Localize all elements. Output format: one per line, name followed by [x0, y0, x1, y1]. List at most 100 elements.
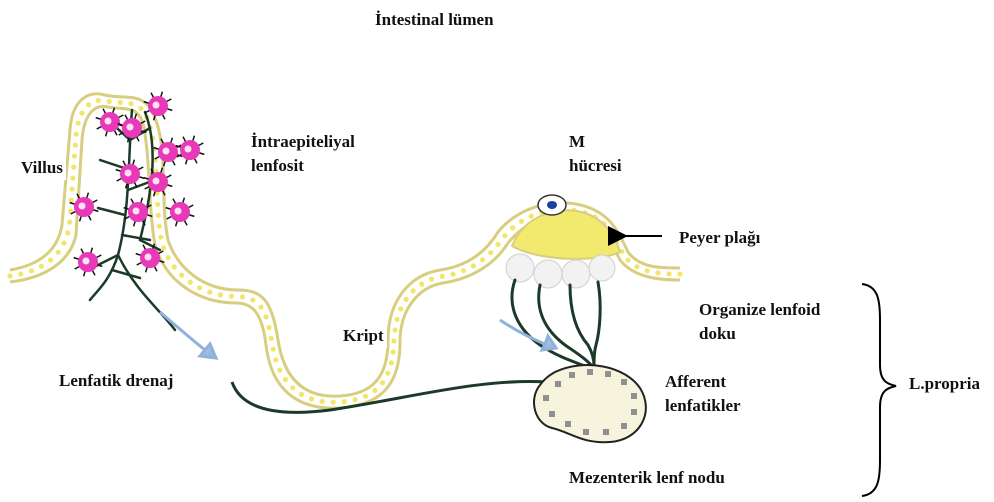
epithelial-cell-dot [299, 392, 304, 397]
epithelial-cell-dot [510, 225, 515, 230]
epithelial-cell-dot [129, 101, 134, 106]
epithelial-cell-dot [529, 214, 534, 219]
node-follicle-dot [621, 423, 627, 429]
epithelial-cell-dot [166, 255, 171, 260]
epithelial-cell-dot [218, 292, 223, 297]
epithelial-cell-dot [161, 245, 166, 250]
epithelial-cell-dot [273, 357, 278, 362]
epithelial-cell-dot [157, 224, 162, 229]
epithelial-cell-dot [96, 98, 101, 103]
epithelial-cell-dot [156, 213, 161, 218]
epithelial-cell-dot [634, 264, 639, 269]
mesenteric-node-label: Mezenterik lenf nodu [566, 466, 728, 490]
epithelial-cell-dot [65, 230, 70, 235]
epithelial-cell-dot [70, 187, 75, 192]
epithelial-cell-dot [267, 325, 272, 330]
lymphatic-drainage-label: Lenfatik drenaj [56, 369, 176, 393]
epithelial-cell-dot [404, 297, 409, 302]
epithelial-cell-dot [18, 271, 23, 276]
epithelial-cell-dot [277, 368, 282, 373]
epithelial-cell-dot [393, 328, 398, 333]
epithelial-cell-dot [395, 317, 400, 322]
epithelial-cell-dot [67, 220, 72, 225]
epithelial-cell-dot [502, 233, 507, 238]
epithelial-cell-dot [290, 385, 295, 390]
lymphocyte-cell [74, 248, 103, 277]
epithelial-cell-dot [29, 268, 34, 273]
epithelial-cell-dot [309, 396, 314, 401]
epithelial-cell-dot [86, 102, 91, 107]
epithelial-cell-dot [258, 305, 263, 310]
epithelial-cell-dot [645, 268, 650, 273]
organized-tissue-label-line1: Organize lenfoid [696, 298, 823, 322]
epithelial-cell-dot [495, 242, 500, 247]
epithelial-cell-dot [72, 154, 77, 159]
epithelial-cell-dot [138, 106, 143, 111]
mesenteric-lymph-node [534, 365, 646, 442]
epithelial-cell-dot [429, 277, 434, 282]
epithelial-cell-dot [353, 397, 358, 402]
epithelial-cell-dot [250, 297, 255, 302]
epithelial-cell-dot [677, 271, 682, 276]
epithelial-cell-dot [440, 274, 445, 279]
epithelial-cell-dot [419, 282, 424, 287]
epithelial-cell-dot [229, 294, 234, 299]
node-follicle-dot [583, 429, 589, 435]
node-follicle-dot [603, 429, 609, 435]
epithelial-cell-dot [391, 349, 396, 354]
epithelial-cell-dot [197, 285, 202, 290]
intestinal-lumen-label: İntestinal lümen [372, 8, 497, 32]
epithelial-cell-dot [666, 271, 671, 276]
epithelial-cell-dot [155, 202, 160, 207]
epithelial-cell-dot [363, 394, 368, 399]
epithelial-cell-dot [283, 377, 288, 382]
epithelial-cell-dot [269, 336, 274, 341]
lamina-propria-label: L.propria [906, 372, 983, 396]
m-cell [538, 195, 566, 215]
node-follicle-dot [631, 409, 637, 415]
epithelial-cell-dot [76, 121, 81, 126]
lamina-propria-brace [862, 284, 896, 496]
epithelial-cell-dot [380, 380, 385, 385]
epithelial-cell-dot [461, 268, 466, 273]
epithelial-cell-dot [488, 250, 493, 255]
epithelial-cell-dot [48, 258, 53, 263]
epithelial-cell-dot [39, 264, 44, 269]
afferent-lymphatics [512, 280, 600, 368]
epithelial-cell-dot [70, 176, 75, 181]
epithelial-cell-dot [271, 347, 276, 352]
epithelial-cell-dot [7, 273, 12, 278]
epithelial-cell-dot [398, 306, 403, 311]
lymphocyte-cell [166, 198, 195, 227]
epithelial-cell-dot [56, 250, 61, 255]
epithelial-cell-dot [372, 388, 377, 393]
epithelial-cell-dot [158, 235, 163, 240]
afferent-label-line1: Afferent [662, 370, 729, 394]
epithelial-cell-dot [118, 100, 123, 105]
epithelial-cell-dot [188, 280, 193, 285]
peyer-patch-label: Peyer plağı [676, 226, 763, 250]
node-follicle-dot [543, 395, 549, 401]
node-follicle-dot [621, 379, 627, 385]
epithelial-cell-dot [471, 263, 476, 268]
node-follicle-dot [569, 372, 575, 378]
epithelial-cell-dot [389, 360, 394, 365]
epithelial-cell-dot [74, 132, 79, 137]
intraepithelial-label-line2: lenfosit [248, 154, 307, 178]
epithelial-cell-dot [179, 273, 184, 278]
epithelial-cell-dot [385, 371, 390, 376]
epithelial-cell-dot [73, 143, 78, 148]
villus-label: Villus [18, 156, 66, 180]
epithelial-cell-dot [61, 241, 66, 246]
intraepithelial-label-line1: İntraepiteliyal [248, 130, 358, 154]
m-cell-label-line2: hücresi [566, 154, 625, 178]
lymphocyte-cell [154, 138, 183, 167]
epithelial-cell-dot [655, 270, 660, 275]
epithelial-cell-dot [69, 198, 74, 203]
node-follicle-dot [631, 393, 637, 399]
epithelial-cell-dot [240, 294, 245, 299]
epithelial-cell-dot [207, 290, 212, 295]
epithelial-cell-dot [519, 219, 524, 224]
